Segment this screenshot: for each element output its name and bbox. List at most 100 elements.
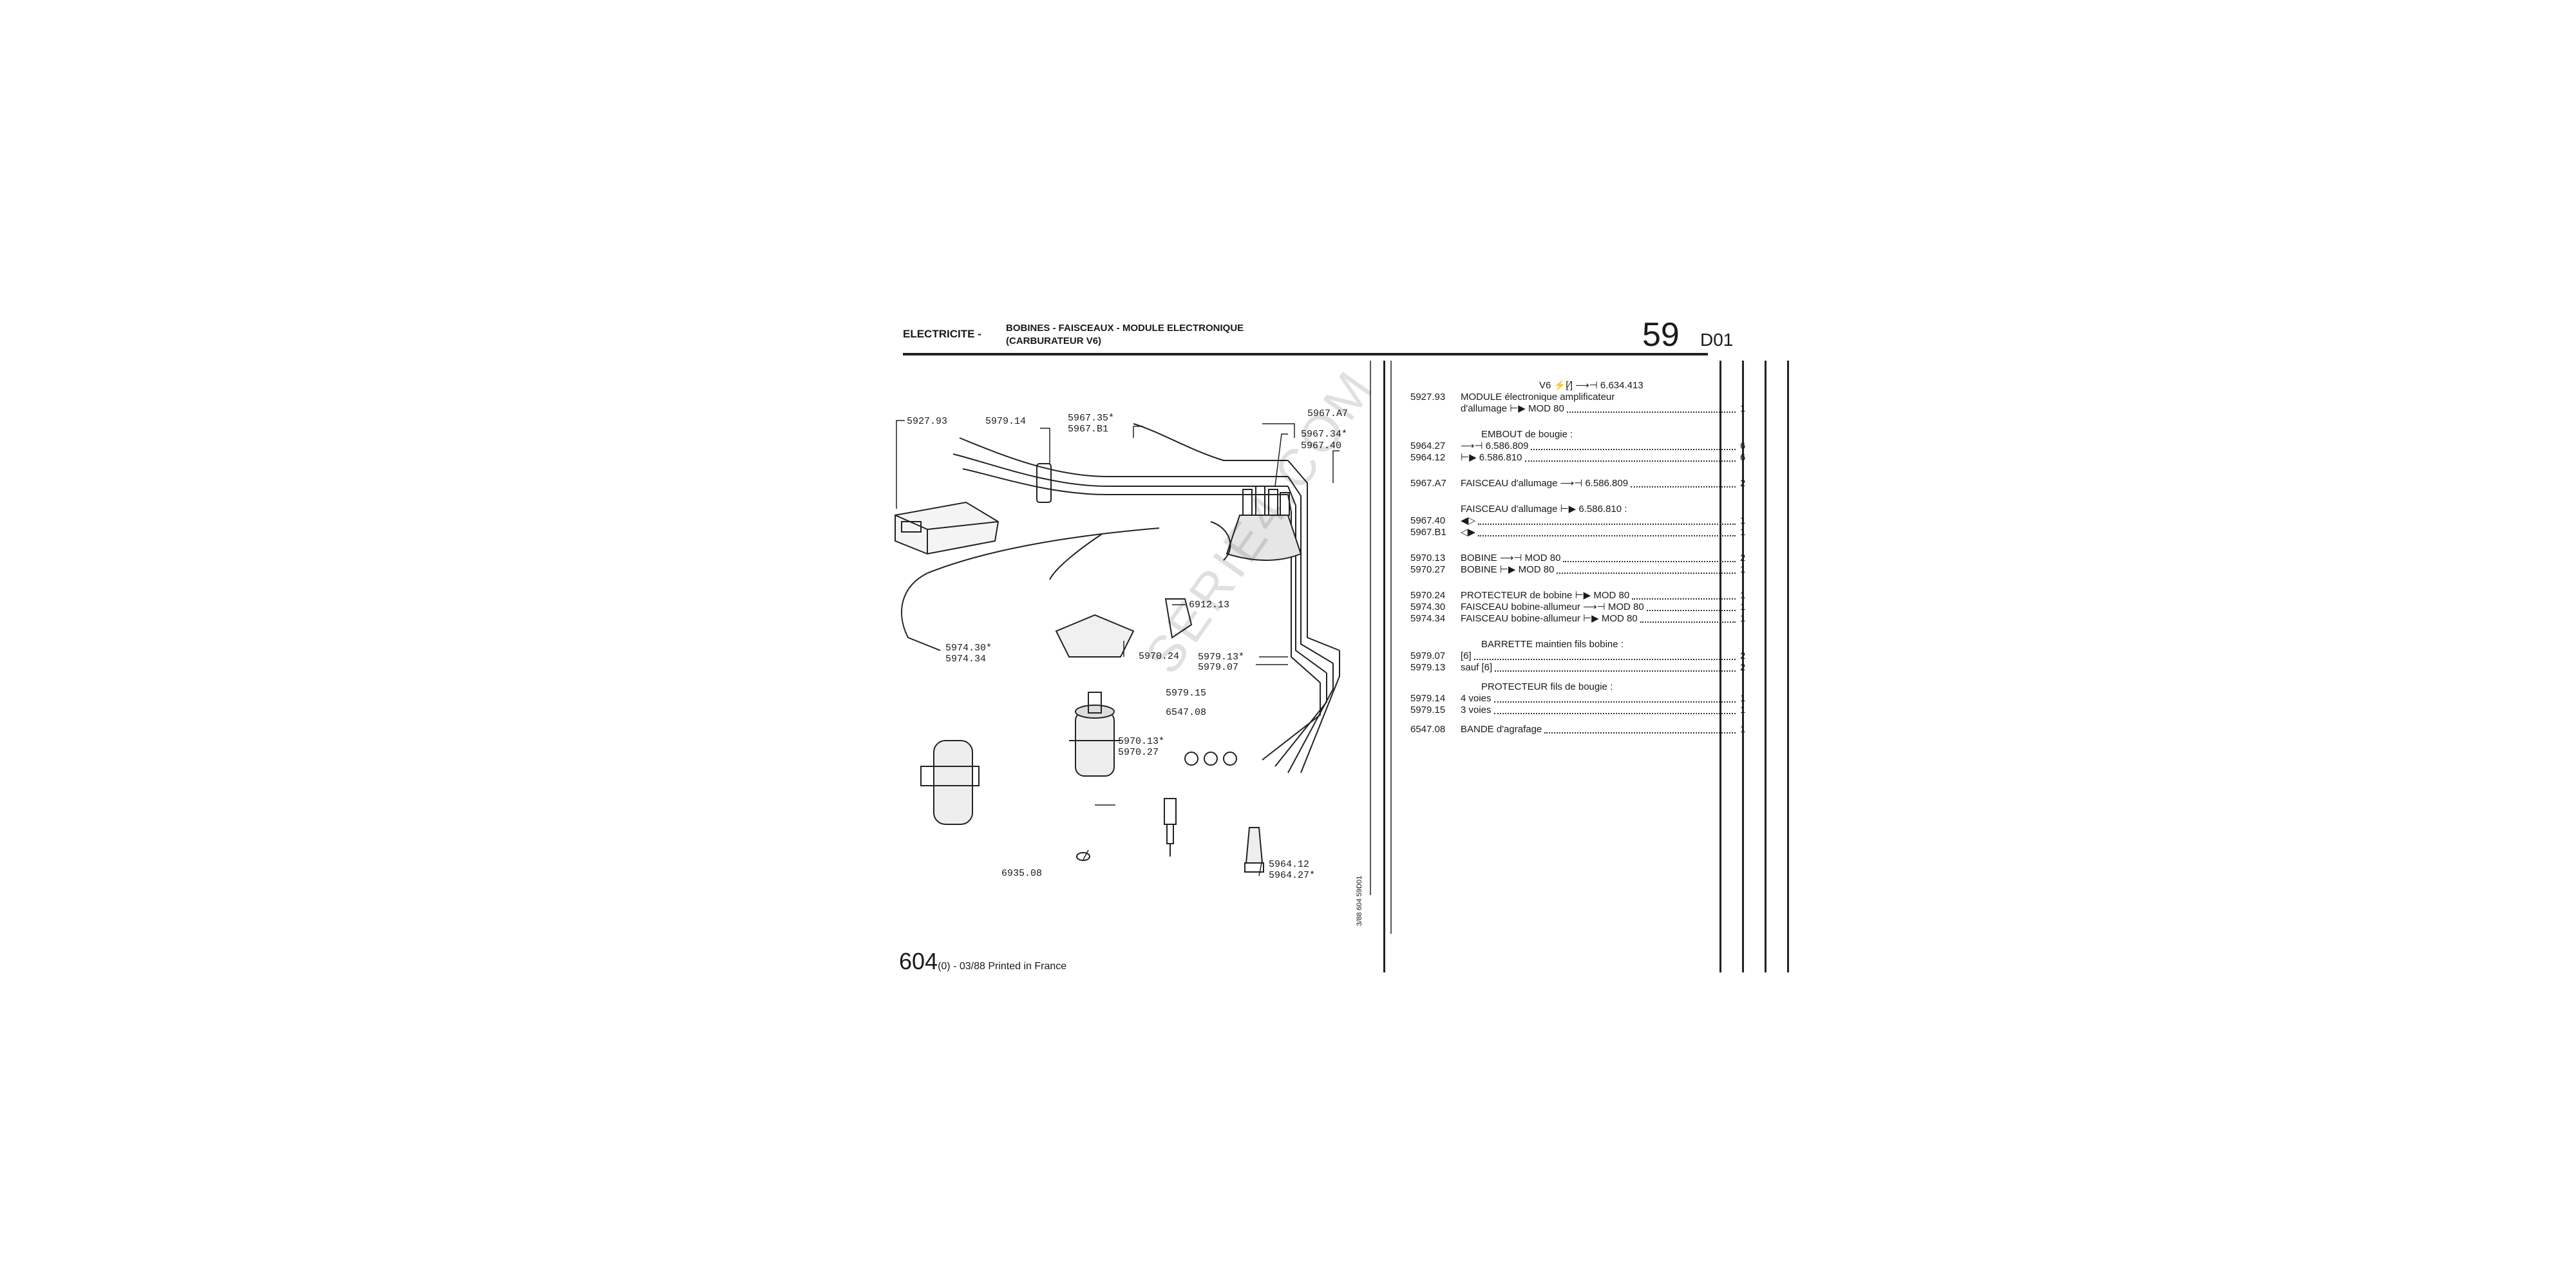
part-quantity: 1 <box>1740 515 1746 526</box>
part-quantity: 2 <box>1740 662 1746 673</box>
grid-rule-3 <box>1787 361 1789 972</box>
part-ref: 5927.93 <box>1410 392 1446 402</box>
parts-row: 5967.40◀▷1 <box>1410 515 1748 527</box>
part-description: FAISCEAU bobine-allumeur ⟶⊣ MOD 80 <box>1461 601 1644 612</box>
parts-row: 5970.24 PROTECTEUR de bobine ⊢▶ MOD 80 1 <box>1410 590 1748 601</box>
part-ref: 5967.40 <box>1410 515 1446 526</box>
leader-lines <box>896 420 1340 876</box>
part-description: EMBOUT de bougie : <box>1481 429 1573 440</box>
parts-row: 6547.08 BANDE d'agrafage 1 <box>1410 724 1748 735</box>
part-ref: 5974.34 <box>1410 613 1446 624</box>
distributor-cap <box>1226 486 1302 561</box>
label-5964-12: 5964.12 <box>1269 859 1309 870</box>
part-ref: 5964.27 <box>1410 440 1446 451</box>
part-ref: 5967.A7 <box>1410 478 1446 489</box>
leader-dots <box>1478 524 1736 525</box>
leader-dots <box>1495 670 1736 672</box>
label-6547-08: 6547.08 <box>1166 707 1206 718</box>
part-ref: 5974.30 <box>1410 601 1446 612</box>
label-5979-13: 5979.13* <box>1198 652 1244 663</box>
part-ref: 5967.B1 <box>1410 527 1446 538</box>
leader-dots <box>1632 598 1736 600</box>
part-description: FAISCEAU d'allumage ⟶⊣ 6.586.809 <box>1461 478 1629 489</box>
leader-dots <box>1563 561 1736 562</box>
label-5970-27: 5970.27 <box>1118 747 1159 758</box>
leader-dots <box>1647 610 1736 611</box>
label-5964-27: 5964.27* <box>1269 870 1315 881</box>
part-ref: 6547.08 <box>1410 724 1446 735</box>
part-ref: 5979.13 <box>1410 662 1446 673</box>
part-description: ⟶⊣ 6.586.809 <box>1461 440 1529 451</box>
parts-row: 5979.13 sauf [6] 2 <box>1410 662 1748 674</box>
leader-dots <box>1631 486 1736 488</box>
part-quantity: 2 <box>1740 650 1746 661</box>
part-quantity: 1 <box>1740 613 1746 624</box>
part-quantity: 1 <box>1740 724 1746 735</box>
row-gap <box>1410 674 1748 681</box>
part-ref: 5964.12 <box>1410 452 1446 463</box>
diagram-labels: 5927.93 5979.14 5967.35* 5967.B1 5967.A7… <box>907 408 1348 881</box>
coil-5970-13 <box>1069 692 1121 777</box>
divider-tick-column <box>1370 361 1392 934</box>
part-description: d'allumage ⊢▶ MOD 80 <box>1461 403 1564 414</box>
part-description: ⊢▶ 6.586.810 <box>1461 452 1522 463</box>
row-gap <box>1410 576 1748 590</box>
part-ref: 5970.24 <box>1410 590 1446 601</box>
page-title: BOBINES - FAISCEAUX - MODULE ELECTRONIQU… <box>1006 322 1244 348</box>
row-gap <box>1410 415 1748 429</box>
part-description: ◁▶ <box>1461 527 1476 538</box>
label-5967-35: 5967.35* <box>1068 413 1114 424</box>
label-6912-13: 6912.13 <box>1189 600 1229 611</box>
part-quantity: 2 <box>1740 553 1746 564</box>
protector-5979-14 <box>1036 463 1052 503</box>
label-5967-B1: 5967.B1 <box>1068 424 1108 435</box>
title-line-2: (CARBURATEUR V6) <box>1006 336 1102 346</box>
leader-dots <box>1525 460 1736 462</box>
footer-model: 604 <box>899 948 938 974</box>
parts-row: EMBOUT de bougie : <box>1410 429 1748 440</box>
coil-harness-5974 <box>901 521 1231 651</box>
catalog-sheet: ELECTRICITE - BOBINES - FAISCEAUX - MODU… <box>889 316 1816 985</box>
terminal-6935-08 <box>1076 852 1090 861</box>
part-description: 3 voies <box>1461 705 1492 715</box>
label-5967-40: 5967.40 <box>1301 440 1341 451</box>
parts-rows: 5927.93 MODULE électronique amplificateur… <box>1410 392 1748 735</box>
part-description: PROTECTEUR de bobine ⊢▶ MOD 80 <box>1461 590 1630 601</box>
parts-row: FAISCEAU d'allumage ⊢▶ 6.586.810 : <box>1410 504 1748 515</box>
part-quantity: 1 <box>1740 590 1746 601</box>
leader-dots <box>1494 713 1736 714</box>
part-quantity: 1 <box>1740 403 1746 414</box>
part-description: sauf [6] <box>1461 662 1493 673</box>
leader-dots <box>1557 573 1736 574</box>
parts-row: BARRETTE maintien fils bobine : <box>1410 639 1748 650</box>
coil-protector-5970-24 <box>1055 614 1135 658</box>
title-line-1: BOBINES - FAISCEAUX - MODULE ELECTRONIQU… <box>1006 323 1244 334</box>
part-description: 4 voies <box>1461 693 1492 704</box>
grid-rule-1 <box>1742 361 1744 972</box>
section-label: ELECTRICITE - <box>903 328 981 340</box>
page-code: D01 <box>1700 330 1734 350</box>
plug-ends <box>1184 752 1237 766</box>
part-description: BOBINE ⊢▶ MOD 80 <box>1461 564 1555 575</box>
label-5979-07: 5979.07 <box>1198 662 1238 673</box>
part-description: MODULE électronique amplificateur <box>1461 392 1615 402</box>
column-rule <box>1383 361 1385 972</box>
leader-dots <box>1531 449 1736 450</box>
part-ref: 5970.13 <box>1410 553 1446 564</box>
part-ref: 5979.07 <box>1410 650 1446 661</box>
variant-line: V6 ⚡[⁄] ⟶⊣ 6.634.413 <box>1539 380 1643 391</box>
qty-rule <box>1719 361 1721 972</box>
part-description: BANDE d'agrafage <box>1461 724 1542 735</box>
vertical-reference: 3/88 604 59D01 <box>1356 875 1363 926</box>
row-gap <box>1410 538 1748 553</box>
parts-row: d'allumage ⊢▶ MOD 80 1 <box>1410 403 1748 415</box>
leader-dots <box>1567 412 1736 413</box>
label-5927-93: 5927.93 <box>907 416 947 427</box>
